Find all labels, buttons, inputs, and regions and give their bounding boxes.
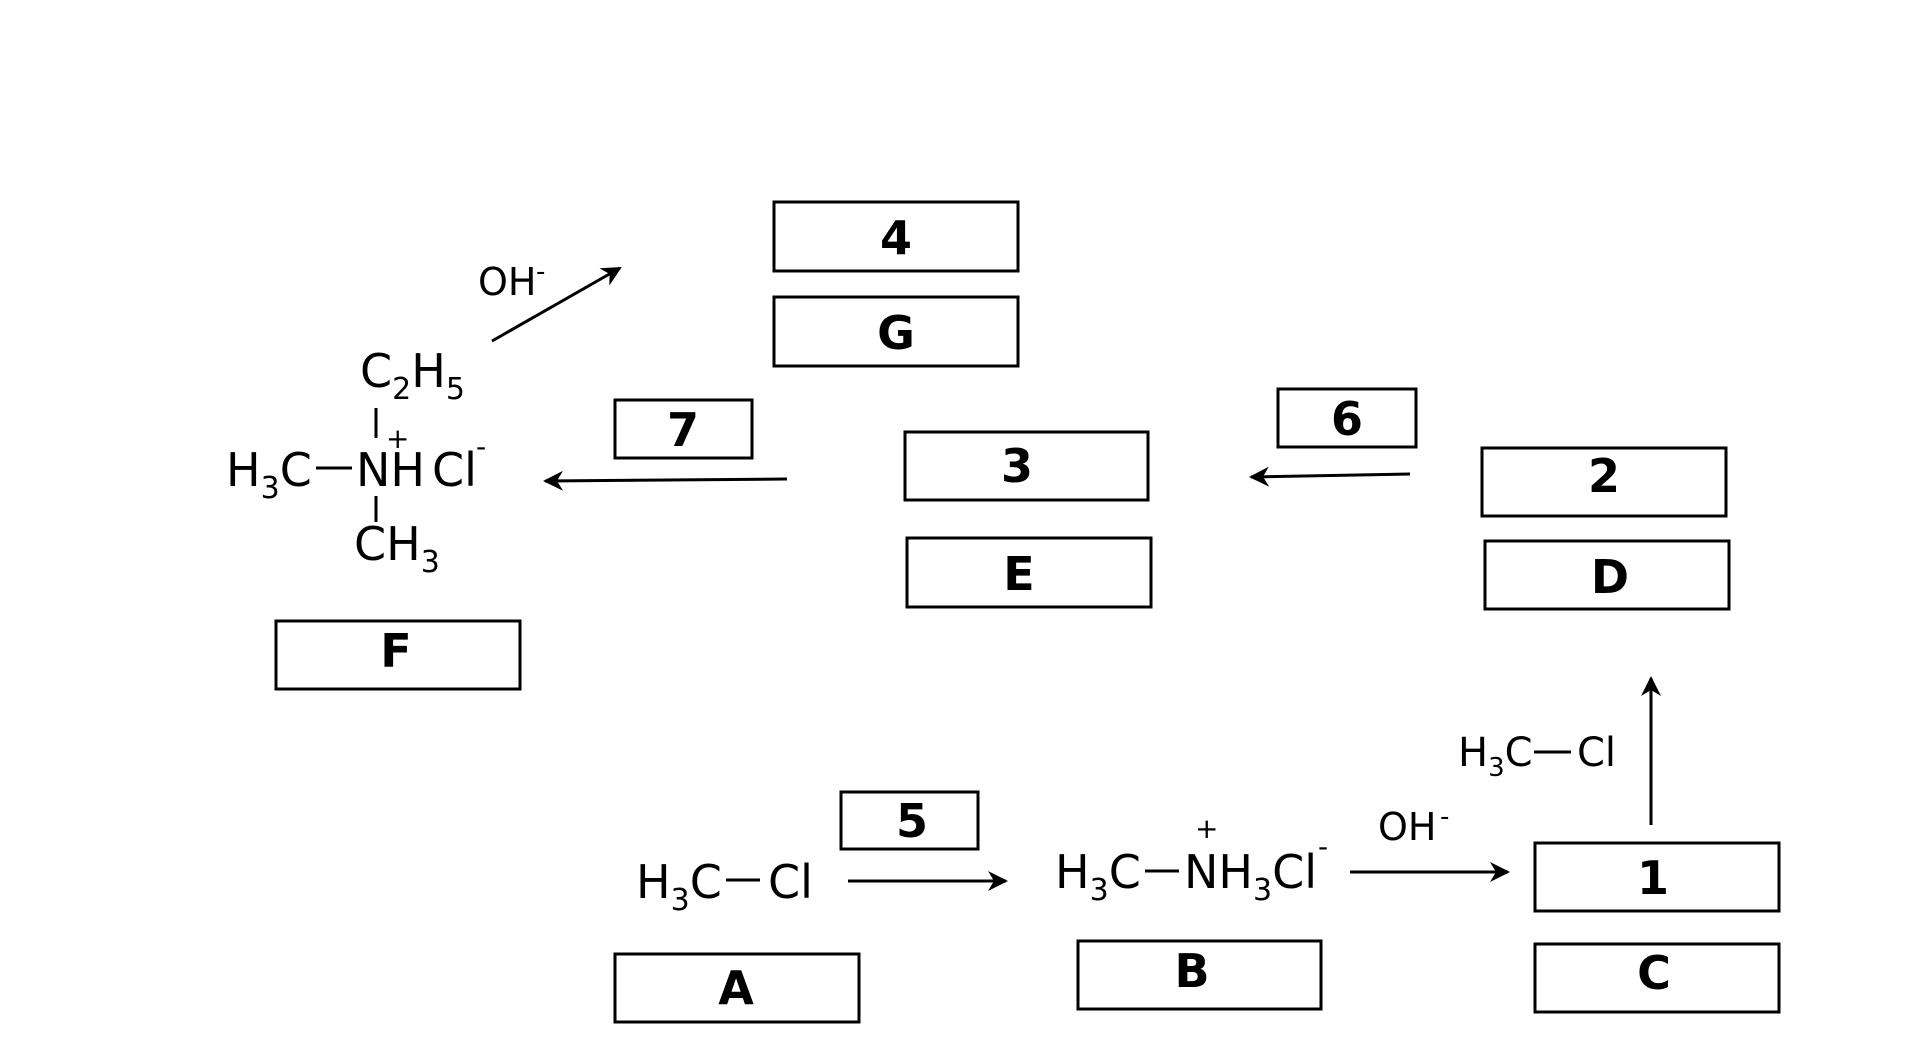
box-2[interactable]: 2 xyxy=(1480,446,1728,518)
molecule-B: H3C NH3Cl + - xyxy=(1055,812,1328,908)
svg-text:OH: OH xyxy=(1378,805,1436,849)
box-1[interactable]: 1 xyxy=(1533,841,1781,913)
molecule-F: C2H5 H3C NH + Cl - CH3 xyxy=(226,344,486,580)
svg-text:4: 4 xyxy=(880,211,912,265)
box-4[interactable]: 4 xyxy=(772,200,1020,273)
svg-text:1: 1 xyxy=(1637,851,1669,905)
svg-text:+: + xyxy=(386,422,409,455)
box-E[interactable]: E xyxy=(905,536,1153,609)
box-3[interactable]: 3 xyxy=(903,430,1150,502)
svg-text:F: F xyxy=(380,624,411,678)
svg-text:C: C xyxy=(1637,946,1671,1000)
svg-text:Cl: Cl xyxy=(1577,730,1616,776)
svg-text:-: - xyxy=(476,430,486,463)
svg-text:6: 6 xyxy=(1331,392,1363,446)
reagent-hydroxide-F-to-G: OH - xyxy=(478,257,545,304)
arrow-F-to-G xyxy=(491,266,622,343)
svg-text:H3C: H3C xyxy=(1458,730,1533,783)
svg-text:G: G xyxy=(877,306,915,360)
svg-text:2: 2 xyxy=(1588,449,1620,503)
svg-text:H3C: H3C xyxy=(226,443,312,506)
molecule-A: H3C Cl xyxy=(636,855,813,918)
box-7[interactable]: 7 xyxy=(613,398,754,460)
svg-text:A: A xyxy=(718,961,754,1015)
svg-text:NH3Cl: NH3Cl xyxy=(1184,845,1317,908)
svg-text:3: 3 xyxy=(1001,439,1033,493)
svg-text:NH: NH xyxy=(356,443,425,497)
svg-text:+: + xyxy=(1195,812,1218,845)
svg-text:E: E xyxy=(1003,547,1034,601)
svg-text:B: B xyxy=(1174,944,1209,998)
svg-text:-: - xyxy=(536,257,545,287)
box-F[interactable]: F xyxy=(274,619,522,691)
svg-text:CH3: CH3 xyxy=(354,517,440,580)
svg-text:OH: OH xyxy=(478,260,536,304)
box-B[interactable]: B xyxy=(1076,939,1323,1011)
svg-text:Cl: Cl xyxy=(432,443,477,497)
svg-text:7: 7 xyxy=(667,403,699,457)
svg-text:H3C: H3C xyxy=(636,855,722,918)
box-D[interactable]: D xyxy=(1483,539,1731,611)
svg-text:C2H5: C2H5 xyxy=(360,344,465,407)
svg-text:H3C: H3C xyxy=(1055,845,1141,908)
arrow-D-to-E xyxy=(1249,466,1411,487)
svg-text:-: - xyxy=(1440,802,1449,832)
box-6[interactable]: 6 xyxy=(1276,387,1418,449)
arrow-E-to-F xyxy=(543,470,788,491)
box-G[interactable]: G xyxy=(772,295,1020,368)
svg-text:Cl: Cl xyxy=(768,855,813,909)
box-A[interactable]: A xyxy=(613,952,861,1024)
svg-text:-: - xyxy=(1318,830,1328,863)
svg-text:D: D xyxy=(1591,550,1629,604)
box-C[interactable]: C xyxy=(1533,942,1781,1014)
box-5[interactable]: 5 xyxy=(839,790,980,851)
reagent-chloromethane: H3C Cl xyxy=(1458,730,1616,783)
reagent-hydroxide-B-to-C: OH - xyxy=(1378,802,1449,849)
svg-text:5: 5 xyxy=(896,794,928,848)
